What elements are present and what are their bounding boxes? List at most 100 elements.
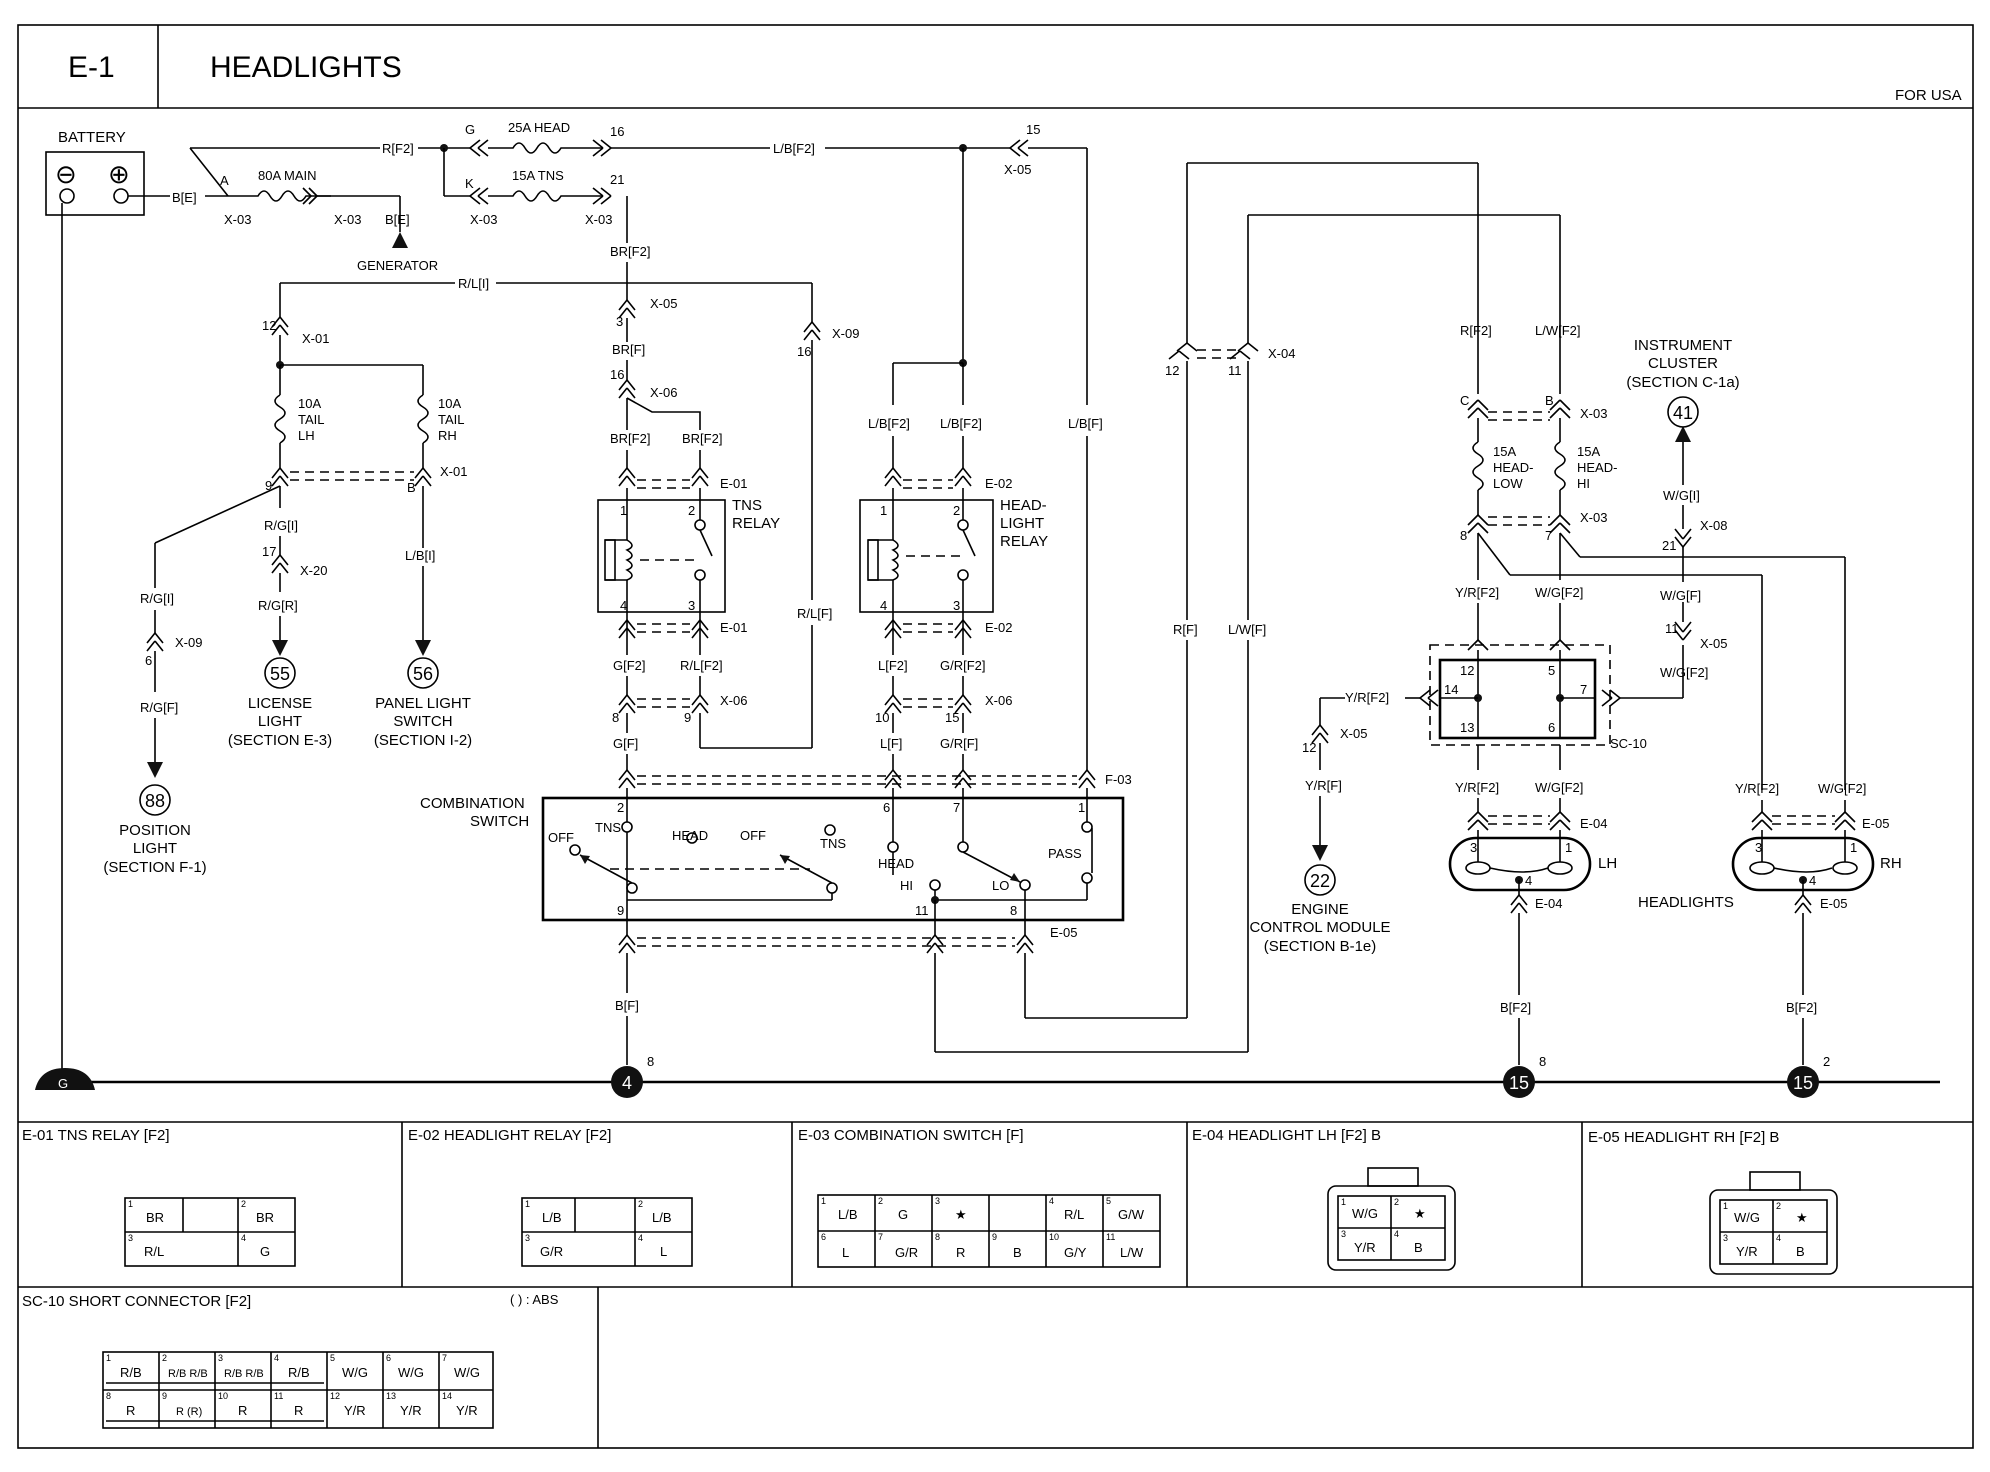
svg-text:SWITCH: SWITCH bbox=[470, 813, 529, 830]
svg-text:9: 9 bbox=[992, 1232, 997, 1242]
svg-text:B[F]: B[F] bbox=[615, 998, 639, 1013]
svg-text:X-03: X-03 bbox=[470, 212, 497, 227]
svg-text:B: B bbox=[1414, 1240, 1423, 1255]
headlight-relay bbox=[859, 499, 994, 613]
e05-connector-title: E-05 HEADLIGHT RH [F2] B bbox=[1588, 1129, 1779, 1146]
svg-text:4: 4 bbox=[638, 1233, 643, 1243]
svg-text:Y/R[F2]: Y/R[F2] bbox=[1345, 690, 1389, 705]
svg-text:W/G[F2]: W/G[F2] bbox=[1818, 781, 1866, 796]
svg-text:G/R: G/R bbox=[540, 1244, 563, 1259]
svg-text:B[F2]: B[F2] bbox=[1786, 1000, 1817, 1015]
svg-text:6: 6 bbox=[386, 1353, 391, 1363]
svg-text:B: B bbox=[407, 480, 416, 495]
svg-text:C: C bbox=[1460, 393, 1469, 408]
svg-text:CONTROL MODULE: CONTROL MODULE bbox=[1249, 919, 1390, 936]
svg-text:1: 1 bbox=[620, 503, 627, 518]
svg-text:1: 1 bbox=[1078, 800, 1085, 815]
svg-text:1: 1 bbox=[525, 1199, 530, 1209]
fuse-10a-tail-lh bbox=[274, 394, 286, 444]
battery-minus-icon: ⊖ bbox=[55, 159, 77, 189]
svg-text:E-02: E-02 bbox=[985, 476, 1012, 491]
svg-text:X-03: X-03 bbox=[1580, 406, 1607, 421]
svg-text:LIGHT: LIGHT bbox=[258, 713, 302, 730]
svg-text:2: 2 bbox=[878, 1196, 883, 1206]
svg-text:11: 11 bbox=[1228, 363, 1242, 378]
svg-text:L/B: L/B bbox=[838, 1207, 858, 1222]
svg-text:2: 2 bbox=[162, 1353, 167, 1363]
svg-text:LO: LO bbox=[992, 878, 1009, 893]
svg-text:★: ★ bbox=[955, 1207, 967, 1222]
svg-text:L/B: L/B bbox=[542, 1210, 562, 1225]
region-label: FOR USA bbox=[1895, 87, 1962, 104]
svg-text:X-01: X-01 bbox=[440, 464, 467, 479]
svg-text:14: 14 bbox=[442, 1391, 452, 1401]
svg-text:X-04: X-04 bbox=[1268, 346, 1295, 361]
svg-text:INSTRUMENT: INSTRUMENT bbox=[1634, 337, 1732, 354]
svg-text:9: 9 bbox=[162, 1391, 167, 1401]
svg-text:G[F]: G[F] bbox=[613, 736, 638, 751]
svg-text:10: 10 bbox=[218, 1391, 228, 1401]
svg-text:16: 16 bbox=[797, 344, 811, 359]
svg-text:Y/R: Y/R bbox=[400, 1403, 422, 1418]
svg-text:1: 1 bbox=[1341, 1197, 1346, 1207]
svg-text:E-04: E-04 bbox=[1580, 816, 1607, 831]
svg-text:R[F]: R[F] bbox=[1173, 622, 1198, 637]
svg-text:X-09: X-09 bbox=[175, 635, 202, 650]
svg-text:4: 4 bbox=[274, 1353, 279, 1363]
svg-text:R/L: R/L bbox=[144, 1244, 164, 1259]
ground-point-4 bbox=[611, 1066, 643, 1098]
svg-text:3: 3 bbox=[616, 314, 623, 329]
svg-text:G/R[F2]: G/R[F2] bbox=[940, 658, 986, 673]
svg-text:F-03: F-03 bbox=[1105, 772, 1132, 787]
svg-text:6: 6 bbox=[883, 800, 890, 815]
svg-text:2: 2 bbox=[638, 1199, 643, 1209]
svg-text:HEAD-: HEAD- bbox=[1493, 460, 1533, 475]
generator-label: GENERATOR bbox=[357, 258, 438, 273]
svg-text:6: 6 bbox=[821, 1232, 826, 1242]
svg-text:HEAD: HEAD bbox=[878, 856, 914, 871]
svg-text:X-05: X-05 bbox=[1004, 162, 1031, 177]
svg-text:8: 8 bbox=[1539, 1054, 1546, 1069]
svg-text:L/B[F2]: L/B[F2] bbox=[773, 141, 815, 156]
svg-text:Y/R[F]: Y/R[F] bbox=[1305, 778, 1342, 793]
e03-connector-title: E-03 COMBINATION SWITCH [F] bbox=[798, 1127, 1024, 1144]
svg-text:R/L[F2]: R/L[F2] bbox=[680, 658, 723, 673]
svg-text:4: 4 bbox=[880, 598, 887, 613]
svg-text:X-05: X-05 bbox=[1700, 636, 1727, 651]
battery bbox=[45, 151, 145, 216]
svg-text:X-08: X-08 bbox=[1700, 518, 1727, 533]
battery-wire-label: B[E] bbox=[172, 190, 197, 205]
svg-text:5: 5 bbox=[1106, 1196, 1111, 1206]
svg-text:G/Y: G/Y bbox=[1064, 1245, 1087, 1260]
svg-text:X-05: X-05 bbox=[650, 296, 677, 311]
svg-text:W/G[F2]: W/G[F2] bbox=[1660, 665, 1708, 680]
svg-text:BR[F2]: BR[F2] bbox=[610, 431, 650, 446]
svg-text:LIGHT: LIGHT bbox=[1000, 515, 1044, 532]
svg-text:1: 1 bbox=[821, 1196, 826, 1206]
svg-text:E-01: E-01 bbox=[720, 476, 747, 491]
sc10-connector-face: 1 R/B 2 R/B R/B 3 R/B R/B 4 R/B 5 W/G 6 … bbox=[102, 1351, 494, 1429]
svg-text:B: B bbox=[1796, 1244, 1805, 1259]
headlights-label: HEADLIGHTS bbox=[1638, 894, 1734, 911]
svg-text:X-03: X-03 bbox=[1580, 510, 1607, 525]
svg-text:15: 15 bbox=[1509, 1073, 1529, 1093]
diagram-code: E-1 bbox=[68, 51, 115, 84]
svg-text:SC-10: SC-10 bbox=[1610, 736, 1647, 751]
svg-text:7: 7 bbox=[1545, 528, 1552, 543]
combination-switch bbox=[541, 796, 1125, 922]
e04-connector-title: E-04 HEADLIGHT LH [F2] B bbox=[1192, 1127, 1381, 1144]
svg-text:5: 5 bbox=[1548, 663, 1555, 678]
svg-text:7: 7 bbox=[953, 800, 960, 815]
svg-text:E-05: E-05 bbox=[1820, 896, 1847, 911]
svg-text:5: 5 bbox=[330, 1353, 335, 1363]
svg-text:2: 2 bbox=[953, 503, 960, 518]
headlight-rh-label: RH bbox=[1880, 855, 1902, 872]
svg-text:BR: BR bbox=[146, 1210, 164, 1225]
svg-text:8: 8 bbox=[647, 1054, 654, 1069]
svg-text:3: 3 bbox=[525, 1233, 530, 1243]
svg-text:G/R: G/R bbox=[895, 1245, 918, 1260]
svg-text:B[E]: B[E] bbox=[385, 212, 410, 227]
svg-text:11: 11 bbox=[915, 903, 929, 918]
fuse-80a-main-label: 80A MAIN bbox=[258, 168, 317, 183]
